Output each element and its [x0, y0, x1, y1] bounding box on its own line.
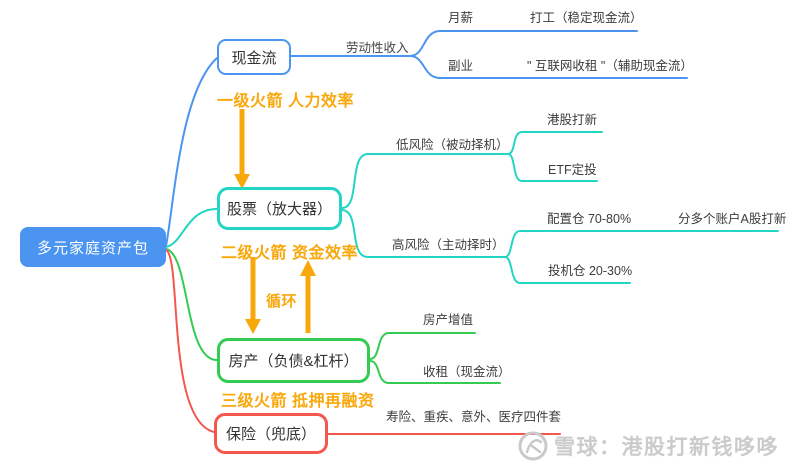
rocket1-arrow-icon: [234, 109, 250, 189]
root-node[interactable]: 多元家庭资产包: [20, 227, 166, 267]
annotation-rocket1: 一级火箭 人力效率: [217, 93, 354, 110]
annotation-rocket2: 二级火箭 资金效率: [221, 245, 358, 262]
leaf-multi-account-ipo[interactable]: 分多个账户A股打新: [678, 212, 787, 226]
leaf-etf[interactable]: ETF定投: [548, 163, 597, 177]
leaf-hk-ipo[interactable]: 港股打新: [547, 113, 598, 127]
leaf-side-business[interactable]: 副业: [448, 59, 474, 73]
leaf-insurance-coverage[interactable]: 寿险、重疾、意外、医疗四件套: [386, 410, 562, 424]
cycle-up-arrow-icon: [300, 260, 316, 333]
leaf-internet-rent[interactable]: " 互联网收租 "（辅助现金流）: [527, 59, 693, 73]
leaf-rent-cashflow[interactable]: 收租（现金流）: [423, 365, 511, 379]
cycle-down-arrow-icon: [245, 257, 261, 334]
annotation-cycle: 循环: [266, 293, 298, 310]
node-cashflow[interactable]: 现金流: [217, 39, 291, 75]
leaf-monthly-salary[interactable]: 月薪: [448, 11, 474, 25]
leaf-allocation-position[interactable]: 配置仓 70-80%: [547, 212, 632, 226]
xueqiu-logo-icon: [518, 431, 548, 461]
edge-group-insurance: [165, 249, 561, 435]
annotation-rocket3: 三级火箭 抵押再融资: [221, 393, 375, 410]
edge-group-property: [165, 248, 501, 384]
label-labor-income[interactable]: 劳动性收入: [346, 41, 409, 55]
leaf-low-risk[interactable]: 低风险（被动择机）: [396, 138, 509, 152]
leaf-job-stable-cashflow[interactable]: 打工（稳定现金流）: [530, 11, 643, 25]
leaf-speculation-position[interactable]: 投机仓 20-30%: [548, 264, 633, 278]
edge-group-stock: [165, 131, 779, 284]
edge-group-cashflow: [165, 30, 688, 247]
node-property[interactable]: 房产（负债&杠杆）: [217, 338, 370, 383]
leaf-property-appreciation[interactable]: 房产增值: [423, 313, 474, 327]
node-stock[interactable]: 股票（放大器）: [217, 187, 342, 230]
leaf-high-risk[interactable]: 高风险（主动择时）: [392, 238, 505, 252]
node-insurance[interactable]: 保险（兜底）: [214, 413, 328, 454]
watermark-brand-text: 雪球：港股打新钱哆哆: [554, 436, 779, 459]
